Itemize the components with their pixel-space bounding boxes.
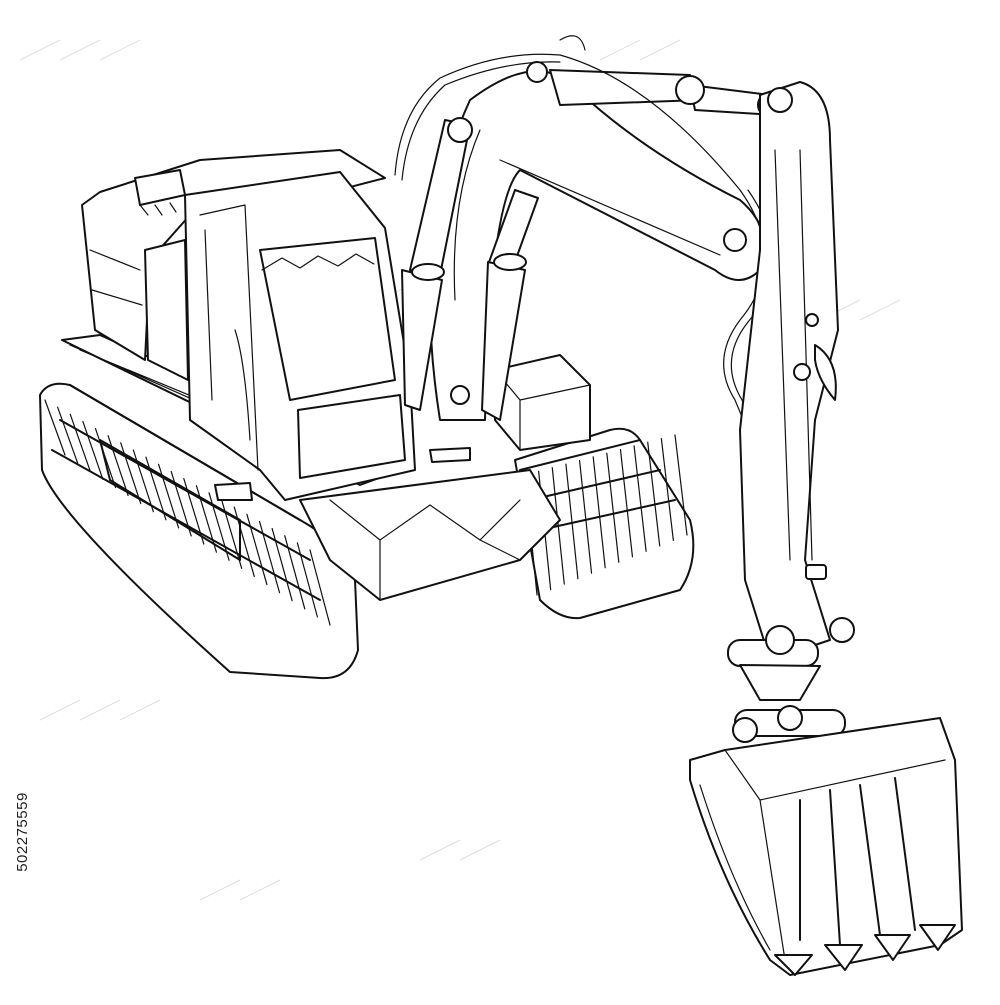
- track-cleat: [69, 413, 91, 472]
- track-cleat: [284, 535, 306, 610]
- bucket-linkage: [727, 617, 855, 743]
- track-cleat: [660, 438, 674, 542]
- track-cleat: [674, 434, 688, 536]
- stick-arm: [739, 81, 839, 661]
- right-track: [514, 427, 695, 620]
- undercarriage: [299, 469, 561, 601]
- track-cleat: [647, 441, 661, 547]
- track-cleat: [606, 452, 620, 563]
- track-cleat: [271, 527, 293, 602]
- track-cleat: [296, 542, 318, 618]
- operator-cab: [184, 171, 416, 501]
- track-cleat: [578, 459, 593, 574]
- track-cleat: [592, 456, 606, 569]
- track-cleat: [309, 549, 331, 626]
- track-cleat: [565, 463, 579, 580]
- left-track: [39, 382, 359, 680]
- bucket: [689, 717, 963, 976]
- track-cleat: [551, 467, 565, 585]
- boom-arm: [429, 61, 766, 421]
- track-cleat: [44, 399, 66, 456]
- track-cleat: [82, 420, 104, 480]
- stock-image-id: 502275559: [14, 792, 31, 872]
- boom-cylinders: [401, 117, 539, 421]
- track-cleat: [57, 406, 79, 464]
- track-cleat: [246, 513, 268, 586]
- track-cleat: [633, 445, 647, 552]
- track-cleat: [619, 448, 634, 558]
- track-cleat: [258, 520, 281, 594]
- side-box: [494, 354, 591, 451]
